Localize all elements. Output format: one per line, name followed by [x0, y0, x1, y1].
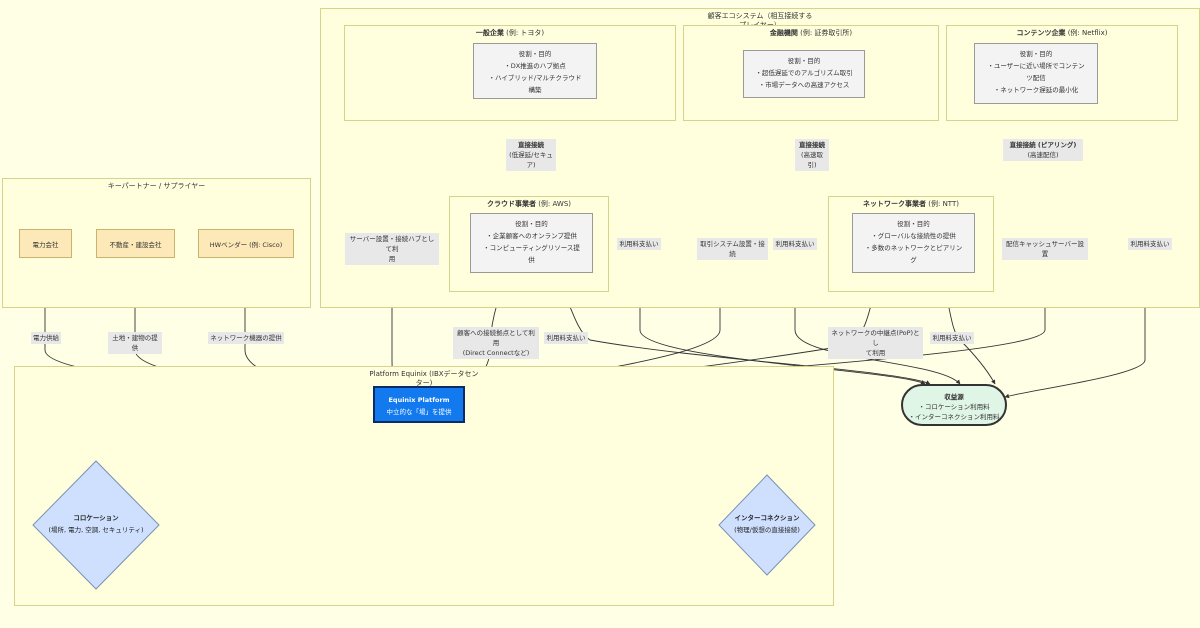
node-line: ・ユーザーに近い場所でコンテン [987, 62, 1085, 70]
cluster-title-rest: (例: AWS) [535, 200, 572, 208]
node-line: ・DX推進のハブ拠点 [504, 62, 566, 70]
revenue-line: ・コロケーション利用料 [918, 403, 990, 411]
interconnection-title: インターコネクション [734, 514, 800, 522]
node-line: 供 [528, 256, 535, 264]
node-line: 構築 [528, 86, 542, 94]
cluster-title-rest: (例: 証券取引所) [797, 29, 853, 37]
edge-label-direct-network: 直接接続 (高速取引) [795, 139, 829, 171]
edge-label-bold: 直接接続 (ピアリング) [1009, 141, 1077, 149]
colocation-subtitle: (場所, 電力, 空調, セキュリティ) [48, 526, 144, 534]
cluster-title: Platform Equinix (IBXデータセン ター) [369, 370, 479, 387]
cluster-title-rest: (例: NTT) [926, 200, 959, 208]
edge-label-cloud-onramp: 顧客への接続拠点として利用 (Direct Connectなど) [453, 327, 539, 359]
revenue-title: 収益源 [944, 393, 964, 401]
general-enterprise-node[interactable]: 役割・目的 ・DX推進のハブ拠点 ・ハイブリッド/マルチクラウド 構築 [473, 43, 597, 99]
edge-label-cloud-fee: 利用料支払い [544, 332, 588, 344]
equinix-platform-node[interactable]: Equinix Platform 中立的な「場」を提供 [373, 386, 465, 423]
edge-label-network-pop: ネットワークの中継点(PoP)とし て利用 [828, 327, 923, 359]
node-line: グ [910, 256, 917, 264]
cluster-title-rest: (例: トヨタ) [503, 29, 545, 37]
edge-label-network-equipment: ネットワーク機器の提供 [208, 332, 284, 344]
node-line: ・ハイブリッド/マルチクラウド [488, 74, 582, 82]
partner-real-estate[interactable]: 不動産・建設会社 [96, 229, 175, 258]
edge-label-sub: (低遅延/セキュア) [509, 151, 553, 169]
content-node[interactable]: 役割・目的 ・ユーザーに近い場所でコンテン ツ配信 ・ネットワーク遅延の最小化 [974, 43, 1098, 104]
edge-label-sub: (高速配信) [1027, 151, 1059, 159]
node-line: 役割・目的 [518, 50, 552, 58]
edge-label-network-fee: 利用料支払い [930, 332, 974, 344]
cluster-title: コンテンツ企業 (例: Netflix) [947, 29, 1177, 38]
revenue-line: ・インターコネクション利用料 [908, 413, 1000, 421]
edge-label-financial-fee: 利用料支払い [773, 238, 817, 250]
node-line: ・ネットワーク遅延の最小化 [993, 86, 1079, 94]
cluster-title-bold: ネットワーク事業者 [863, 200, 927, 208]
cluster-title-rest: (例: Netflix) [1065, 29, 1108, 37]
equinix-title: Equinix Platform [388, 396, 450, 404]
edge-label-power-supply: 電力供給 [31, 332, 61, 344]
partner-power-company[interactable]: 電力会社 [19, 229, 72, 258]
edge-label-land: 土地・建物の提供 [108, 332, 162, 354]
node-line: 役割・目的 [1019, 50, 1053, 58]
edge-label-bold: 直接接続 [518, 141, 544, 149]
cluster-title: ネットワーク事業者 (例: NTT) [829, 200, 993, 209]
node-line: ツ配信 [1026, 74, 1046, 82]
equinix-subtitle: 中立的な「場」を提供 [386, 408, 452, 416]
edge-label-enterprise-fee: 利用料支払い [617, 238, 661, 250]
cluster-title-bold: コンテンツ企業 [1016, 29, 1066, 37]
edge-label-direct-peering: 直接接続 (ピアリング) (高速配信) [1003, 139, 1083, 161]
node-line: 役割・目的 [787, 57, 821, 65]
edge-label-server-hub: サーバー設置・接続ハブとして利 用 [345, 233, 439, 265]
node-line: ・市場データへの高速アクセス [758, 81, 850, 89]
edge-label-cache-server: 配信キャッシュサーバー設置 [1002, 238, 1088, 260]
edge-label-trading-system: 取引システム設置・接続 [697, 238, 768, 260]
cluster-title-bold: 一般企業 [475, 29, 504, 37]
financial-node[interactable]: 役割・目的 ・超低遅延でのアルゴリズム取引 ・市場データへの高速アクセス [743, 50, 865, 98]
node-line: 役割・目的 [897, 220, 930, 228]
cloud-node[interactable]: 役割・目的 ・企業顧客へのオンランプ提供 ・コンピューティングリソース提 供 [470, 213, 593, 273]
interconnection-node[interactable]: インターコネクション (物理/仮想の直接接続) [722, 512, 812, 536]
cluster-title-bold: クラウド事業者 [486, 200, 536, 208]
edge-cloud-revenue [554, 272, 931, 385]
edge-label-bold: 直接接続 [799, 141, 825, 149]
partner-hw-vendor[interactable]: HWベンダー (例: Cisco) [198, 229, 294, 258]
edge-label-direct-cloud: 直接接続 (低遅延/セキュア) [506, 139, 556, 171]
node-line: ・企業顧客へのオンランプ提供 [486, 232, 577, 240]
cluster-title-bold: 金融機関 [769, 29, 798, 37]
node-line: 役割・目的 [515, 220, 548, 228]
revenue-node[interactable]: 収益源 ・コロケーション利用料 ・インターコネクション利用料 [901, 384, 1007, 426]
network-node[interactable]: 役割・目的 ・グローバルな接続性の提供 ・多数のネットワークとピアリン グ [852, 213, 975, 273]
colocation-node[interactable]: コロケーション (場所, 電力, 空調, セキュリティ) [38, 512, 154, 536]
colocation-title: コロケーション [73, 514, 119, 522]
node-line: ・グローバルな接続性の提供 [871, 232, 956, 240]
cluster-title: 一般企業 (例: トヨタ) [345, 29, 675, 38]
node-line: ・多数のネットワークとピアリン [864, 244, 963, 252]
cluster-title: クラウド事業者 (例: AWS) [450, 200, 608, 209]
cluster-title: 金融機関 (例: 証券取引所) [684, 29, 938, 38]
cluster-title: キーパートナー / サプライヤー [107, 182, 206, 190]
node-line: ・超低遅延でのアルゴリズム取引 [755, 69, 853, 77]
edge-label-sub: (高速取引) [800, 151, 824, 169]
interconnection-subtitle: (物理/仮想の直接接続) [734, 526, 800, 534]
edge-label-content-fee: 利用料支払い [1128, 238, 1172, 250]
node-line: ・コンピューティングリソース提 [483, 244, 580, 252]
